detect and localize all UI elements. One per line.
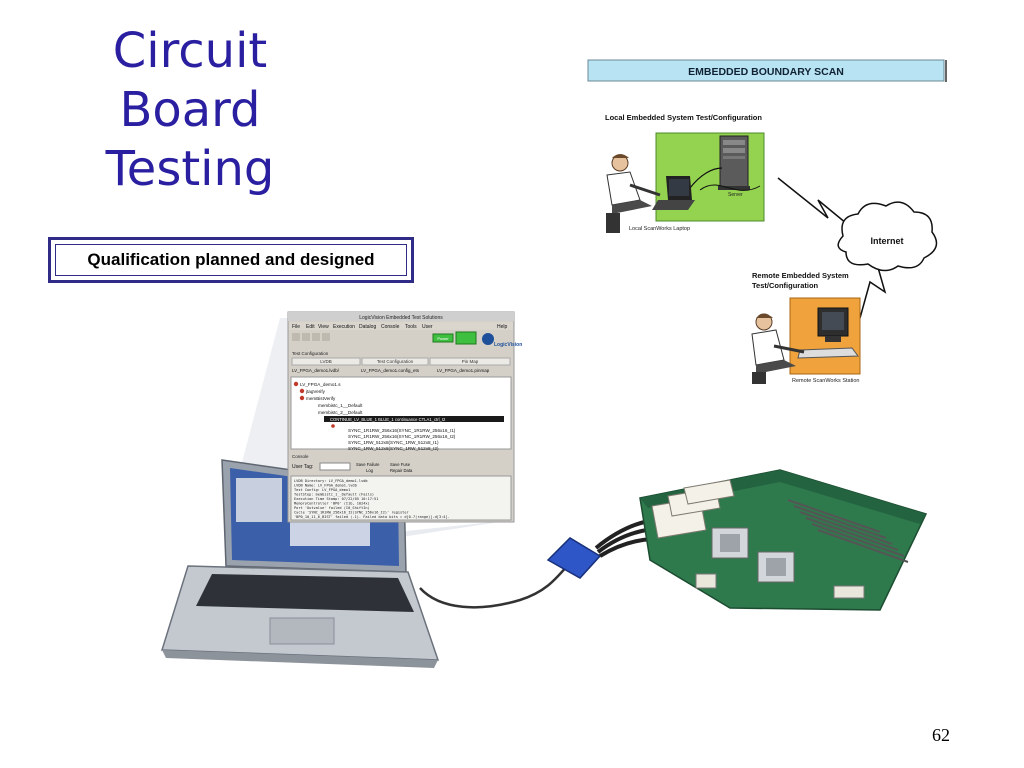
column-pin-map: Pin Map [462, 359, 479, 364]
title-line: Board [119, 82, 261, 138]
banner-bar [587, 59, 945, 82]
user-tag-label: User Tag: [292, 464, 313, 470]
station-label: Remote ScanWorks Station [792, 378, 859, 384]
remote-heading-2: Test/Configuration [752, 281, 819, 290]
save-failure-button[interactable]: Save Failure [356, 462, 380, 467]
tree-item[interactable]: SYNC_1R1RW_256x16(SYNC_1R1RW_256x16_I2) [348, 434, 456, 439]
slide-title: Circuit Board Testing [80, 22, 300, 199]
menu-file[interactable]: File [292, 324, 300, 330]
section-label: Test Configuration [292, 351, 329, 356]
qualification-label: Qualification planned and designed [55, 244, 407, 276]
banner-title: EMBEDDED BOUNDARY SCAN [688, 66, 844, 78]
qualification-box: Qualification planned and designed [48, 237, 414, 283]
run-button[interactable] [455, 331, 477, 345]
tree-item[interactable]: SYNC_1R1RW_256x16(SYNC_1R1RW_256x16_I1) [348, 428, 456, 433]
laptop-label: Local ScanWorks Laptop [629, 226, 690, 232]
tool-save-icon[interactable] [302, 333, 310, 341]
tool-check-icon[interactable] [312, 333, 320, 341]
log-line: MemoryController 'BP0' (I1b, 1024x) [294, 502, 370, 506]
tree-item-selected[interactable]: CONTINUE_LV_BLUE_1 BLUE_1 continuance CT… [330, 417, 446, 422]
server-icon [718, 135, 750, 190]
log-line: Execution Time Stamp: 07/22/05 10:17:51 [294, 497, 378, 501]
save-fuse-button[interactable]: Save Fuse [390, 462, 411, 467]
internet-cloud-icon [837, 201, 938, 272]
title-line: Circuit [112, 23, 268, 79]
tree-item[interactable]: SYNC_1RW_512x8(SYNC_1RW_512x8_I2) [348, 446, 439, 451]
log-line: Cycle 'SYNC_1R1RW_256x16_I2(SYNC_256x16_… [294, 511, 410, 515]
tree-item[interactable]: LV_FPGA_demo1.s [300, 382, 341, 387]
toolbar: Power LogicVision [292, 331, 522, 348]
menu-datalog[interactable]: Datalog [359, 324, 376, 330]
tool-edit-icon[interactable] [322, 333, 330, 341]
tree-item[interactable]: memBistVerify [306, 396, 336, 401]
power-button[interactable] [432, 333, 454, 343]
page-number: 62 [932, 725, 950, 745]
user-tag-input[interactable] [319, 462, 351, 471]
value-pin-map: LV_FPGA_demo1.pinmap [437, 368, 490, 373]
tree-item[interactable]: membistc_1__Default [318, 403, 363, 408]
menu-console[interactable]: Console [381, 324, 400, 330]
software-window: LogicVision Embedded Test Solutions File… [287, 311, 522, 523]
menu-help[interactable]: Help [497, 324, 508, 330]
log-button[interactable]: Log [366, 468, 374, 473]
remote-heading-1: Remote Embedded System [752, 271, 849, 280]
tree-item[interactable]: membistc_2__Default [318, 410, 363, 415]
log-line: LVDB Name: LV_FPGA_demo1.lvdb [294, 484, 357, 488]
log-line: TestStep: membistc_1__Default (Fails) [294, 493, 374, 497]
menu-execution[interactable]: Execution [333, 324, 355, 330]
technician-icon [606, 154, 661, 233]
log-line: Test Config: LV_FPGA_demo1 [294, 488, 350, 492]
window-title: LogicVision Embedded Test Solutions [359, 315, 443, 321]
title-line: Testing [105, 141, 275, 197]
logo-text: LogicVision [494, 342, 522, 348]
menu-tools[interactable]: Tools [405, 324, 417, 330]
laptop-small-icon [652, 176, 695, 210]
remote-technician-icon [751, 313, 805, 384]
internet-label: Internet [870, 236, 903, 246]
server-label: Server [728, 192, 743, 198]
log-line: Port 'Outvalue' failed (I0_ShiftIn) [294, 506, 370, 510]
menu-view[interactable]: View [318, 324, 329, 330]
workstation-icon [797, 307, 859, 359]
tool-open-icon[interactable] [292, 333, 300, 341]
tree-item[interactable]: SYNC_1RW_512x8(SYNC_1RW_512x8_I1) [348, 440, 439, 445]
value-test-config: LV_FPGA_demo1.config_ets [361, 368, 420, 373]
circuit-board-illustration [639, 469, 928, 611]
log-line: 'BP0_10_11_6_BIST' failed (-1). Failed d… [294, 515, 450, 519]
value-lvdb: LV_FPGA_demo1.lvdb/ [292, 368, 340, 373]
boundary-scan-diagram: EMBEDDED BOUNDARY SCAN Local Embedded Sy… [587, 59, 947, 384]
local-heading: Local Embedded System Test/Configuration [605, 113, 762, 122]
menu-user[interactable]: User [422, 324, 433, 330]
log-line: LVDB Directory: LV_FPGA_demo1.lvdb [294, 479, 368, 483]
column-lvdb: LVDB [320, 359, 331, 364]
logicvision-logo-icon [482, 333, 494, 345]
column-test-config: Test Configuration [377, 359, 414, 364]
menu-edit[interactable]: Edit [306, 324, 315, 330]
power-label: Power [437, 336, 449, 341]
tree-item[interactable]: jtagVerify [305, 389, 326, 394]
console-label: Console [292, 454, 309, 459]
repair-data-button[interactable]: Repair Data [390, 468, 413, 473]
